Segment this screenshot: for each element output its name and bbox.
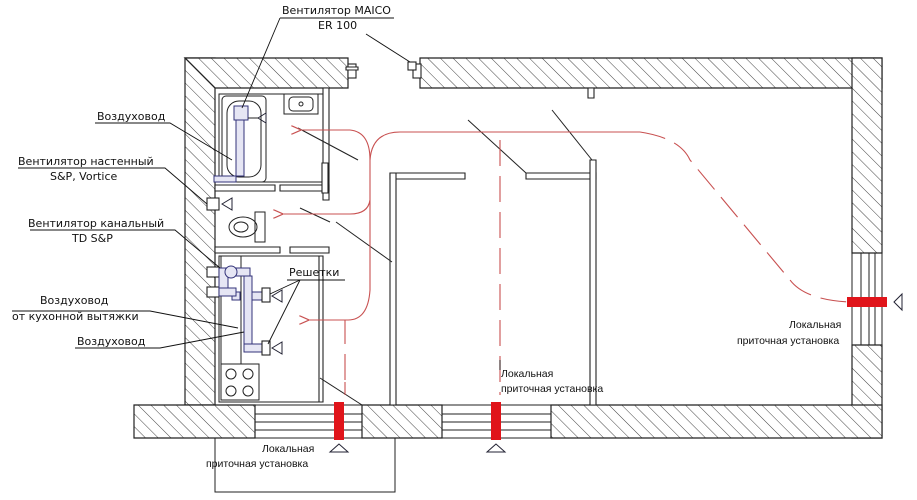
kitchen-ducts [206, 265, 283, 356]
corridor-wall-top [389, 172, 466, 180]
room-wall-top [525, 172, 597, 180]
label-duct-2: Воздуховод [77, 335, 146, 348]
wall-right-top [851, 57, 883, 254]
supply-units [328, 292, 903, 453]
supply-unit-right [847, 297, 887, 307]
label-duct-1: Воздуховод [97, 110, 166, 123]
corridor-wall-left [389, 172, 397, 406]
wall-fan [206, 197, 233, 211]
supply-unit-center [491, 402, 501, 440]
bathroom-wall-bottom [214, 184, 276, 192]
fan-maico-icon [233, 105, 249, 121]
label-supply-right-2: приточная установка [737, 335, 839, 347]
bathroom-room [218, 93, 324, 183]
wc-wall-bottom [214, 246, 281, 254]
label-supply-right-1: Локальная [789, 319, 841, 331]
label-fan-wall-1: Вентилятор настенный [18, 155, 154, 168]
label-duct-kitchen-1: Воздуховод [40, 294, 109, 307]
stove-icon [220, 363, 260, 401]
supply-unit-left [334, 402, 344, 440]
label-supply-left-1: Локальная [262, 443, 314, 455]
label-supply-center-2: приточная установка [501, 383, 603, 395]
grille-triangle-icon [257, 112, 267, 124]
wall-top-right [419, 57, 883, 89]
grille-triangle-icon [271, 289, 283, 303]
label-grilles: Решетки [289, 266, 339, 279]
wall-bottom-middle [361, 404, 443, 439]
wall-top-left [183, 57, 349, 89]
label-fan-maico-2: ER 100 [318, 19, 357, 32]
bathroom-duct [213, 105, 267, 183]
bathtub-icon [221, 95, 267, 183]
label-fan-channel-1: Вентилятор канальный [28, 217, 164, 230]
wall-left [184, 57, 216, 406]
label-fan-wall-2: S&P, Vortice [50, 170, 118, 183]
loggia-outline [214, 438, 396, 493]
leader-lines [12, 17, 501, 370]
entrance-door [347, 63, 422, 79]
label-duct-kitchen-2: от кухонной вытяжки [12, 310, 139, 323]
fan-channel-icon [224, 265, 238, 279]
door-swings [297, 109, 593, 406]
partitions [214, 66, 597, 406]
supply-triangle-icon [485, 443, 507, 453]
grille-triangle-icon [271, 341, 283, 355]
room-wall-right [589, 159, 597, 406]
airflow-paths [282, 130, 851, 395]
label-fan-channel-2: TD S&P [71, 232, 113, 245]
label-supply-center-1: Локальная [501, 368, 553, 380]
label-supply-left-2: приточная установка [206, 458, 308, 470]
fan-symbol-icon [206, 197, 220, 211]
duct-vertical [243, 275, 253, 347]
label-fan-maico-1: Вентилятор MAICO [282, 4, 391, 17]
sink-icon [283, 93, 319, 115]
wall-bottom-right [550, 404, 883, 439]
supply-triangle-icon [893, 292, 903, 312]
supply-triangle-icon [328, 443, 350, 453]
annotations: Вентилятор MAICO ER 100 Воздуховод Венти… [12, 4, 841, 470]
toilet-icon [228, 211, 266, 243]
flow-arrow-icon [308, 200, 371, 320]
wall-bottom-left [133, 404, 256, 439]
kitchen-counter [220, 255, 242, 365]
